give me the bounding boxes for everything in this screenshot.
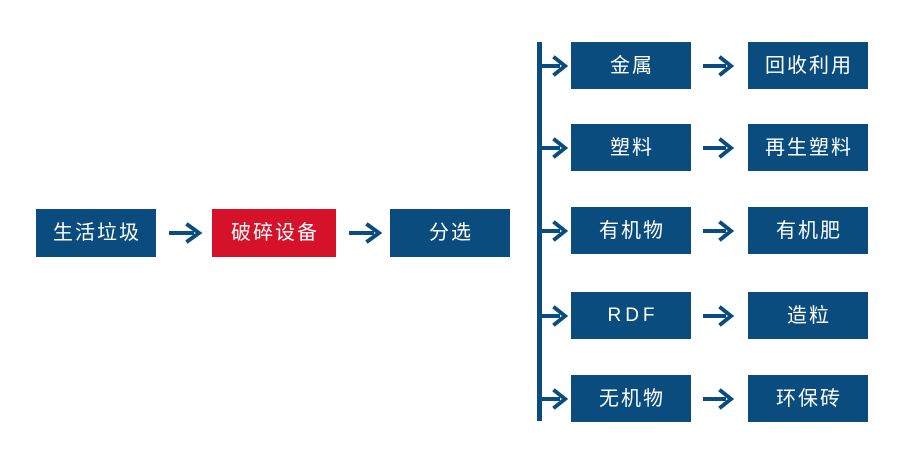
node-product-4-label: 造粒 bbox=[787, 304, 831, 327]
node-crushing-equipment-label: 破碎设备 bbox=[231, 222, 319, 244]
node-material-3[interactable]: 有机物 bbox=[571, 207, 691, 254]
arrow-material-to-product-icon-4 bbox=[700, 302, 738, 330]
arrow-material-to-product-icon-5 bbox=[700, 385, 738, 413]
node-material-5-label: 无机物 bbox=[599, 387, 665, 410]
node-product-3[interactable]: 有机肥 bbox=[748, 207, 868, 254]
node-sorting-label: 分选 bbox=[429, 222, 473, 244]
node-material-3-label: 有机物 bbox=[599, 219, 665, 242]
branch-arrow-icon-2 bbox=[538, 136, 570, 160]
node-material-4-label: RDF bbox=[607, 305, 659, 326]
node-product-3-label: 有机肥 bbox=[776, 219, 842, 242]
node-material-1[interactable]: 金属 bbox=[571, 42, 691, 89]
branch-arrow-icon-3 bbox=[538, 219, 570, 243]
node-material-4[interactable]: RDF bbox=[571, 292, 691, 339]
node-product-2[interactable]: 再生塑料 bbox=[748, 124, 868, 171]
node-product-1-label: 回收利用 bbox=[765, 54, 853, 77]
node-product-1[interactable]: 回收利用 bbox=[748, 42, 868, 89]
node-product-4[interactable]: 造粒 bbox=[748, 292, 868, 339]
node-domestic-waste-label: 生活垃圾 bbox=[53, 222, 141, 244]
branch-arrow-icon-5 bbox=[538, 387, 570, 411]
node-product-5[interactable]: 环保砖 bbox=[748, 375, 868, 422]
node-material-5[interactable]: 无机物 bbox=[571, 375, 691, 422]
arrow-material-to-product-icon-1 bbox=[700, 52, 738, 80]
node-crushing-equipment[interactable]: 破碎设备 bbox=[212, 209, 336, 257]
arrow-material-to-product-icon-2 bbox=[700, 134, 738, 162]
node-material-1-label: 金属 bbox=[610, 54, 654, 77]
node-domestic-waste[interactable]: 生活垃圾 bbox=[36, 209, 156, 257]
node-material-2-label: 塑料 bbox=[610, 136, 654, 159]
node-sorting[interactable]: 分选 bbox=[390, 209, 510, 257]
branch-arrow-icon-4 bbox=[538, 304, 570, 328]
arrow-waste-to-crusher-icon bbox=[166, 219, 206, 247]
branch-arrow-icon-1 bbox=[538, 54, 570, 78]
node-material-2[interactable]: 塑料 bbox=[571, 124, 691, 171]
node-product-2-label: 再生塑料 bbox=[765, 136, 853, 159]
arrow-material-to-product-icon-3 bbox=[700, 217, 738, 245]
node-product-5-label: 环保砖 bbox=[776, 387, 842, 410]
arrow-crusher-to-sorting-icon bbox=[346, 219, 386, 247]
